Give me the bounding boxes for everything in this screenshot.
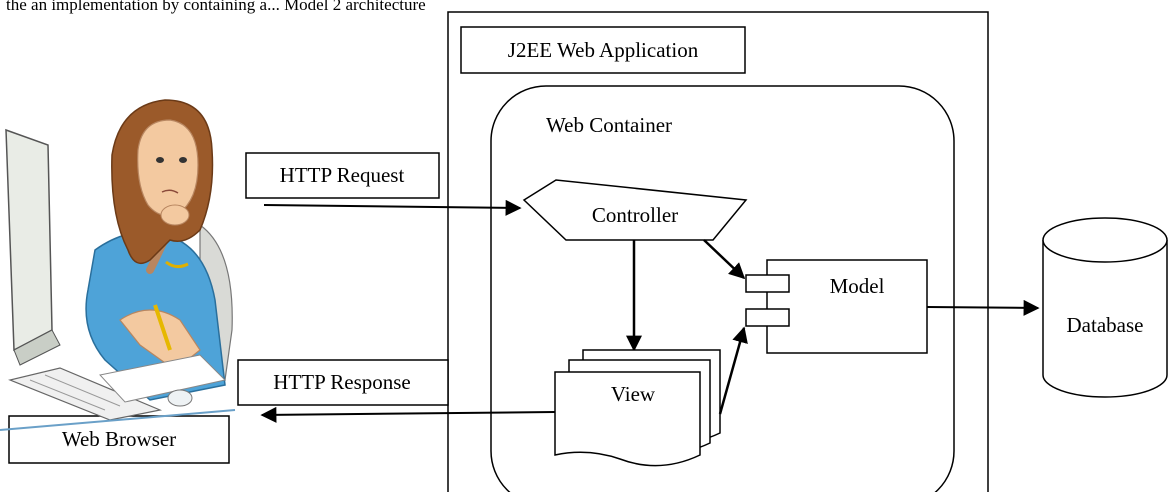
- database-cylinder-icon: [1042, 217, 1168, 398]
- controller-to-model-arrow: [703, 239, 746, 280]
- model-box: [766, 259, 928, 354]
- model-port-top: [745, 274, 790, 293]
- web-browser-box: [8, 415, 230, 464]
- database-label: Database: [1067, 313, 1144, 337]
- web-container: [490, 85, 955, 492]
- http-request-arrow: [263, 199, 522, 216]
- web-container-title: Web Container: [546, 113, 672, 137]
- http-response-box: [237, 359, 449, 406]
- view-label: View: [611, 382, 656, 406]
- intro-text: the an implementation by containing a...…: [6, 0, 426, 14]
- app-title-box: [460, 26, 746, 74]
- user-at-computer-illustration: [0, 99, 236, 431]
- http-response-label: HTTP Response: [273, 370, 410, 394]
- app-title: J2EE Web Application: [508, 38, 699, 62]
- http-request-box: [245, 152, 440, 199]
- web-browser-label: Web Browser: [62, 427, 176, 451]
- controller-label: Controller: [592, 203, 678, 227]
- j2ee-app-frame: [447, 11, 989, 492]
- view-to-model-arrow: [718, 326, 748, 415]
- model-to-database-arrow: [926, 299, 1040, 316]
- http-response-arrow: [260, 406, 556, 423]
- http-request-label: HTTP Request: [280, 163, 405, 187]
- controller-shape: [522, 179, 748, 241]
- view-document-stack: [554, 349, 721, 467]
- model-port-bottom: [745, 308, 790, 327]
- model-label: Model: [830, 274, 885, 298]
